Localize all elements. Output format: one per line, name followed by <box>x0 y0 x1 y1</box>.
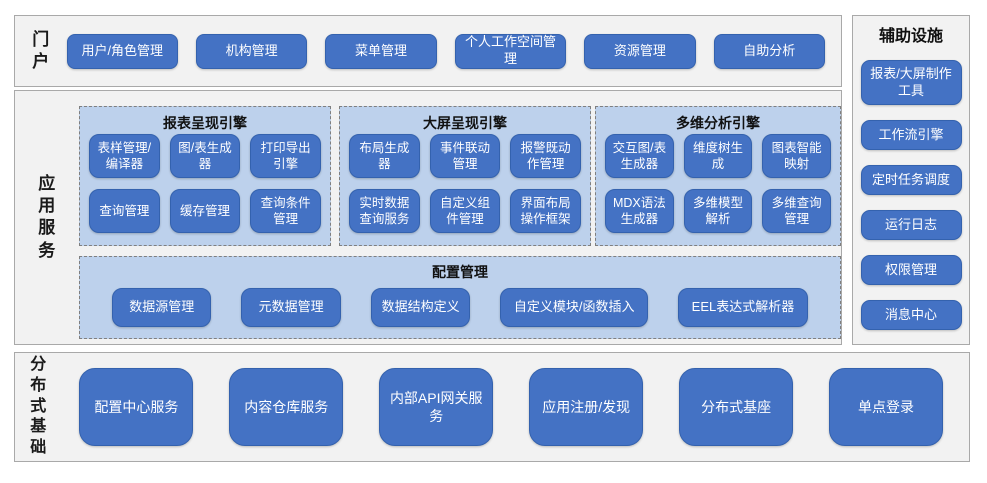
distributed-section-label: 分布式基础 <box>30 356 47 457</box>
node-datasource-mgmt: 数据源管理 <box>112 288 212 327</box>
group-report-render-engine: 报表呈现引擎 表样管理/编译器 图/表生成器 打印导出引擎 查询管理 缓存管理 … <box>79 106 331 246</box>
distributed-node-row: 配置中心服务 内容仓库服务 内部API网关服务 应用注册/发现 分布式基座 单点… <box>61 368 944 446</box>
node-scheduled-task-scheduling: 定时任务调度 <box>860 165 962 195</box>
engine-node-row: MDX语法生成器 多维模型解析 多维查询管理 <box>605 189 832 233</box>
portal-node-row: 用户/角色管理 机构管理 菜单管理 个人工作空间管理 资源管理 自助分析 <box>66 33 825 69</box>
node-org-mgmt: 机构管理 <box>195 33 308 69</box>
node-interactive-chart-generator: 交互图/表生成器 <box>605 134 674 178</box>
node-content-repository-service: 内容仓库服务 <box>229 368 344 446</box>
engine-node-row: 查询管理 缓存管理 查询条件管理 <box>89 189 322 233</box>
group-multidim-analysis-engine: 多维分析引擎 交互图/表生成器 维度树生成 图表智能映射 MDX语法生成器 多维… <box>595 106 841 246</box>
portal-section-label: 门户 <box>32 29 50 71</box>
engine-node-row: 实时数据查询服务 自定义组件管理 界面布局操作框架 <box>349 189 582 233</box>
node-workflow-engine: 工作流引擎 <box>860 120 962 150</box>
config-node-row: 数据源管理 元数据管理 数据结构定义 自定义模块/函数插入 EEL表达式解析器 <box>94 288 826 327</box>
group-title: 报表呈现引擎 <box>163 115 247 131</box>
node-custom-module-function-insert: 自定义模块/函数插入 <box>500 288 648 327</box>
node-print-export-engine: 打印导出引擎 <box>250 134 322 178</box>
node-user-role-mgmt: 用户/角色管理 <box>66 33 178 69</box>
node-ui-layout-operation-framework: 界面布局操作框架 <box>510 189 582 233</box>
node-mdx-syntax-generator: MDX语法生成器 <box>605 189 674 233</box>
group-title: 大屏呈现引擎 <box>423 115 507 131</box>
auxiliary-section-title: 辅助设施 <box>878 28 943 45</box>
node-report-dashboard-authoring-tool: 报表/大屏制作工具 <box>860 60 962 105</box>
node-custom-component-mgmt: 自定义组件管理 <box>429 189 501 233</box>
node-internal-api-gateway-service: 内部API网关服务 <box>379 368 494 446</box>
node-event-linkage-mgmt: 事件联动管理 <box>429 134 501 178</box>
node-app-registration-discovery: 应用注册/发现 <box>529 368 644 446</box>
group-config-mgmt: 配置管理 数据源管理 元数据管理 数据结构定义 自定义模块/函数插入 EEL表达… <box>79 256 841 339</box>
portal-section: 门户 用户/角色管理 机构管理 菜单管理 个人工作空间管理 资源管理 自助分析 <box>14 15 842 87</box>
node-menu-mgmt: 菜单管理 <box>325 33 437 69</box>
node-chart-smart-mapping: 图表智能映射 <box>762 134 832 178</box>
node-cache-mgmt: 缓存管理 <box>169 189 241 233</box>
group-title: 配置管理 <box>432 264 488 280</box>
node-sheet-style-compiler: 表样管理/编译器 <box>89 134 160 178</box>
node-alarm-action-mgmt: 报警既动作管理 <box>510 134 582 178</box>
node-resource-mgmt: 资源管理 <box>584 33 696 69</box>
app-services-section-label: 应用服务 <box>38 173 56 260</box>
node-permission-mgmt: 权限管理 <box>860 255 962 285</box>
node-query-condition-mgmt: 查询条件管理 <box>250 189 322 233</box>
node-distributed-base: 分布式基座 <box>679 368 794 446</box>
node-metadata-mgmt: 元数据管理 <box>241 288 341 327</box>
node-run-log: 运行日志 <box>860 210 962 240</box>
group-dashboard-render-engine: 大屏呈现引擎 布局生成器 事件联动管理 报警既动作管理 实时数据查询服务 自定义… <box>339 106 591 246</box>
node-self-service-analysis: 自助分析 <box>713 33 825 69</box>
node-dimension-tree-generation: 维度树生成 <box>683 134 753 178</box>
group-title: 多维分析引擎 <box>676 115 760 131</box>
node-personal-workspace-mgmt: 个人工作空间管理 <box>454 33 567 69</box>
engine-node-row: 交互图/表生成器 维度树生成 图表智能映射 <box>605 134 832 178</box>
node-query-mgmt: 查询管理 <box>89 189 160 233</box>
node-chart-table-generator: 图/表生成器 <box>169 134 241 178</box>
node-layout-generator: 布局生成器 <box>349 134 420 178</box>
node-realtime-data-query-service: 实时数据查询服务 <box>349 189 420 233</box>
node-multidim-query-mgmt: 多维查询管理 <box>762 189 832 233</box>
node-config-center-service: 配置中心服务 <box>79 368 194 446</box>
app-services-section: 应用服务 报表呈现引擎 表样管理/编译器 图/表生成器 打印导出引擎 查询管理 … <box>14 90 842 345</box>
node-message-center: 消息中心 <box>860 300 962 330</box>
engine-node-row: 表样管理/编译器 图/表生成器 打印导出引擎 <box>89 134 322 178</box>
node-multidim-model-parsing: 多维模型解析 <box>683 189 753 233</box>
distributed-foundation-section: 分布式基础 配置中心服务 内容仓库服务 内部API网关服务 应用注册/发现 分布… <box>14 352 970 462</box>
engine-node-row: 布局生成器 事件联动管理 报警既动作管理 <box>349 134 582 178</box>
node-eel-expression-parser: EEL表达式解析器 <box>677 288 808 327</box>
auxiliary-facilities-section: 辅助设施 报表/大屏制作工具 工作流引擎 定时任务调度 运行日志 权限管理 消息… <box>852 15 970 345</box>
node-data-structure-definition: 数据结构定义 <box>370 288 471 327</box>
node-single-sign-on: 单点登录 <box>829 368 944 446</box>
